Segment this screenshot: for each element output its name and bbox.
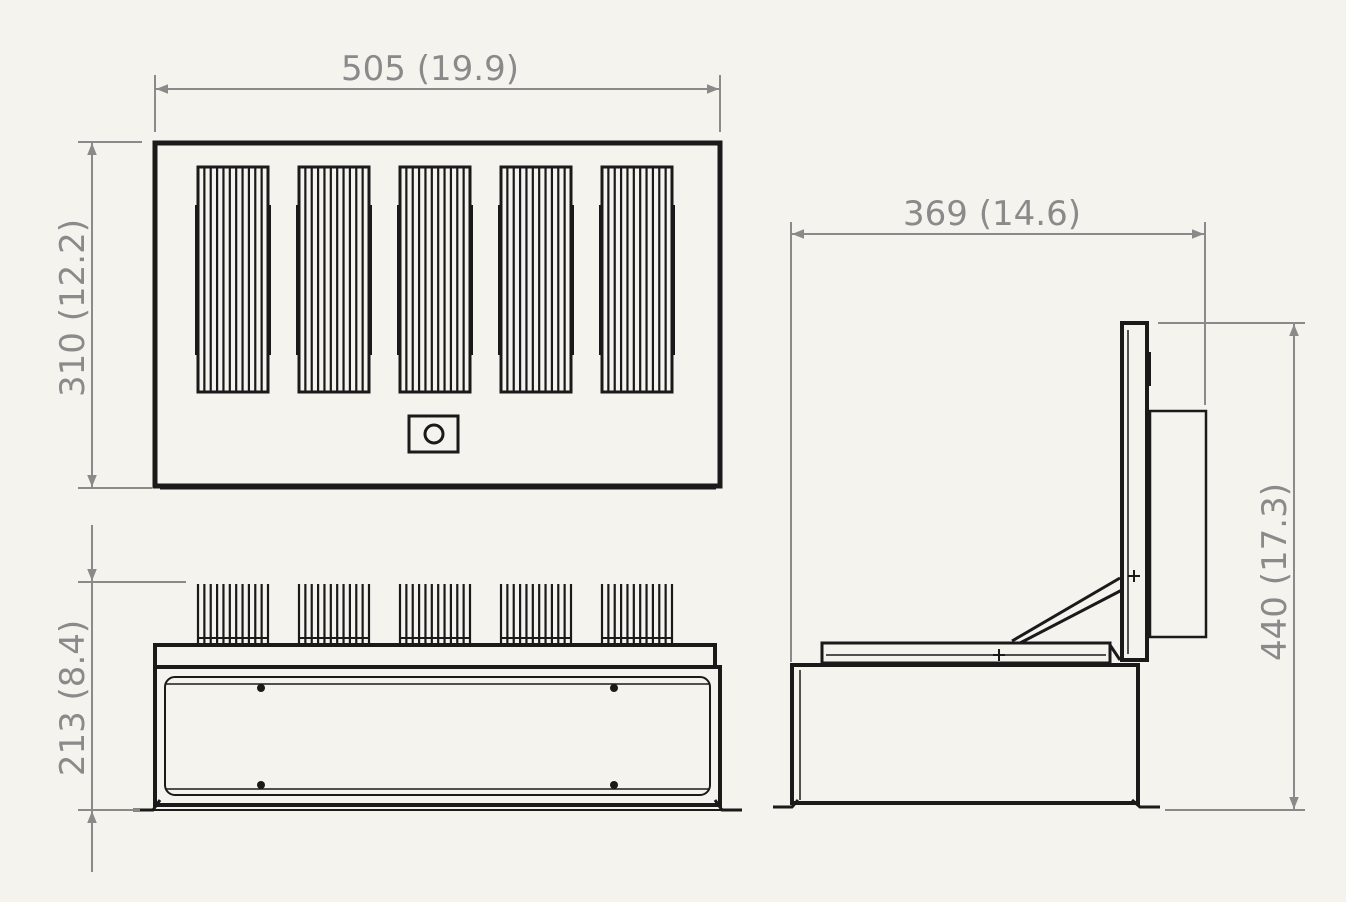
top-view [152,140,723,490]
dimension-label-top-height: 310 (12.2) [53,219,93,397]
dimension-label-side-height: 440 (17.3) [1255,483,1295,661]
side-left-foot [773,799,800,809]
round-connector-icon [407,414,460,454]
heatsink-fin-group [398,584,472,643]
side-right-foot [1131,798,1160,809]
side-view-lid-hinge [1108,644,1122,661]
front-view-body [153,665,722,807]
front-view [133,584,742,812]
dimension-label-front-height: 213 (8.4) [53,620,93,776]
dimension-front-height [78,525,186,872]
side-view-frame [820,641,1112,665]
heatsink-fin-group [499,584,573,643]
side-view-heatsink [1148,409,1208,639]
side-view-body [790,663,1140,805]
dimension-label-top-width: 505 (19.9) [341,49,519,89]
front-view-lid [153,643,717,669]
heatsink-fin-group [600,584,674,643]
pivot-icon [993,649,1005,661]
top-fin-groups [195,165,675,394]
top-view-body [152,140,723,489]
dimension-label-side-width: 369 (14.6) [903,194,1081,234]
side-view-open-lid [1120,321,1149,662]
side-view [773,321,1208,809]
dimension-side-height [1158,322,1305,811]
dimension-top-height [78,141,152,489]
front-view-panel [164,676,711,796]
heatsink-fin-group [196,584,270,643]
dimension-top-width [154,75,721,132]
heatsink-fin-group [195,165,271,394]
fastener-icon [257,684,265,692]
heatsink-fin-group [397,165,473,394]
heatsink-fin-group [297,584,371,643]
heatsink-fin-group [296,165,372,394]
heatsink-fin-group [599,165,675,394]
dimension-side-width [790,222,1206,662]
front-fin-groups [196,584,674,643]
pivot-icon [1128,570,1140,582]
fastener-icon [610,781,618,789]
lid-support-strut [1011,576,1121,643]
fastener-icon [610,684,618,692]
fastener-icon [257,781,265,789]
heatsink-fin-group [498,165,574,394]
